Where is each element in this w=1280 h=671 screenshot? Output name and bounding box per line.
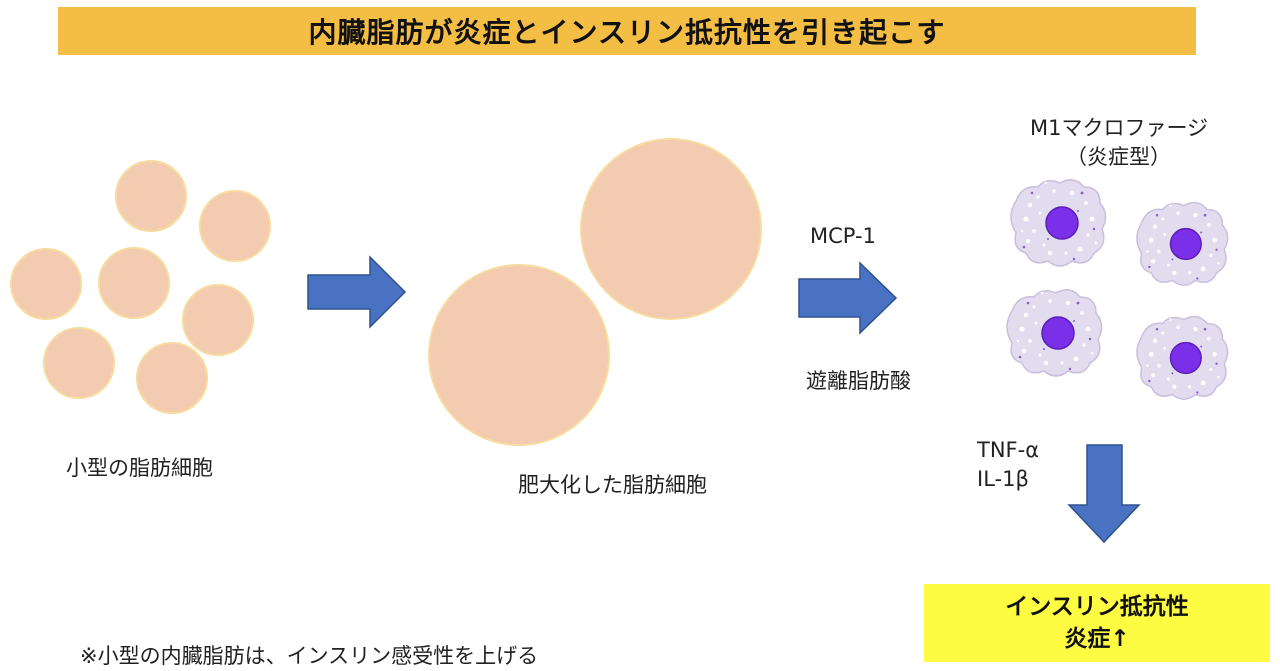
small-fat-cell	[43, 327, 115, 399]
macrophage-label: M1マクロファージ	[1030, 116, 1209, 140]
title-banner: 内臓脂肪が炎症とインスリン抵抗性を引き起こす	[58, 7, 1196, 55]
macrophage-icon	[1006, 289, 1103, 377]
arrow-down	[1067, 444, 1141, 544]
footnote: ※小型の内臓脂肪は、インスリン感受性を上げる	[80, 644, 539, 668]
free-fatty-acid-label: 遊離脂肪酸	[806, 369, 911, 393]
macrophage-icon	[1136, 315, 1229, 400]
result-insulin-resistance: インスリン抵抗性	[1005, 594, 1189, 620]
large-fat-cell	[428, 264, 610, 446]
macrophage-sublabel: （炎症型）	[1066, 145, 1171, 169]
macrophage-icon	[1010, 179, 1107, 267]
large-fat-cells	[428, 138, 762, 446]
result-inflammation: 炎症↑	[1064, 626, 1130, 652]
large-fat-cell	[580, 138, 762, 320]
arrow-right-1	[307, 255, 407, 329]
result-box: インスリン抵抗性 炎症↑	[924, 584, 1270, 662]
small-fat-cell	[182, 284, 254, 356]
page-title: 内臓脂肪が炎症とインスリン抵抗性を引き起こす	[308, 16, 946, 49]
il1-beta-label: IL-1β	[977, 467, 1029, 491]
small-fat-cells	[10, 160, 271, 414]
small-fat-cell	[136, 342, 208, 414]
small-fat-cell	[98, 247, 170, 319]
macrophage-icon	[1136, 201, 1229, 286]
arrow-right-2	[798, 261, 898, 335]
small-fat-cell	[199, 190, 271, 262]
small-fat-cell	[10, 248, 82, 320]
small-fat-cell	[115, 160, 187, 232]
tnf-alpha-label: TNF-α	[977, 438, 1040, 462]
small-fat-cells-label: 小型の脂肪細胞	[66, 456, 213, 480]
mcp1-label: MCP-1	[810, 224, 876, 248]
large-fat-cells-label: 肥大化した脂肪細胞	[518, 473, 707, 497]
macrophages	[1006, 179, 1229, 400]
